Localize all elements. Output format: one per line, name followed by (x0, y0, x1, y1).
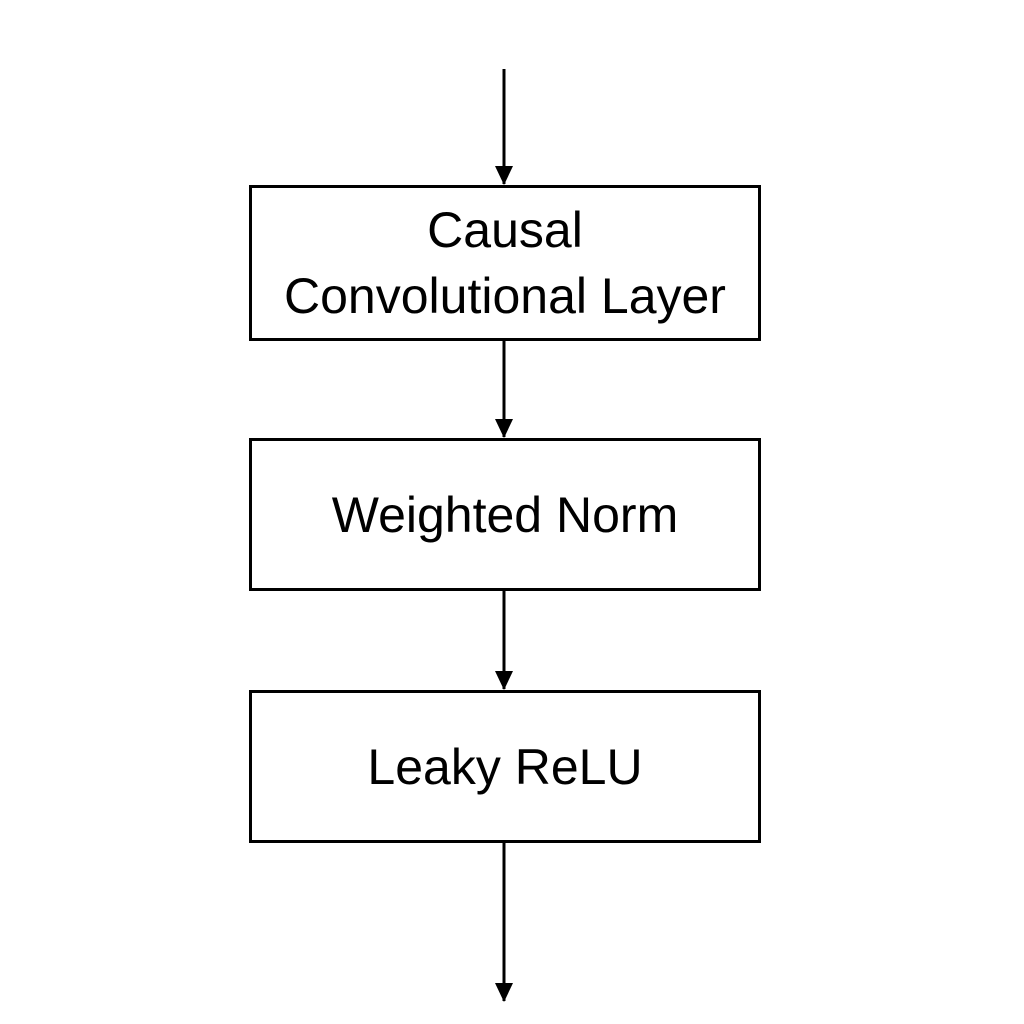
arrow-norm-to-relu (495, 591, 513, 690)
leaky-relu-block: Leaky ReLU (249, 690, 761, 843)
block-label-line: Weighted Norm (331, 486, 679, 543)
output-arrow (495, 843, 513, 1002)
arrow-conv-to-norm (495, 341, 513, 438)
input-arrow (495, 69, 513, 185)
block-label-line: Leaky ReLU (367, 738, 643, 795)
block-label-line: Causal (427, 202, 583, 258)
weighted-norm-block: Weighted Norm (249, 438, 761, 591)
causal-convolutional-layer-block: Causal Convolutional Layer (249, 185, 761, 341)
block-label-line: Convolutional Layer (284, 268, 726, 324)
